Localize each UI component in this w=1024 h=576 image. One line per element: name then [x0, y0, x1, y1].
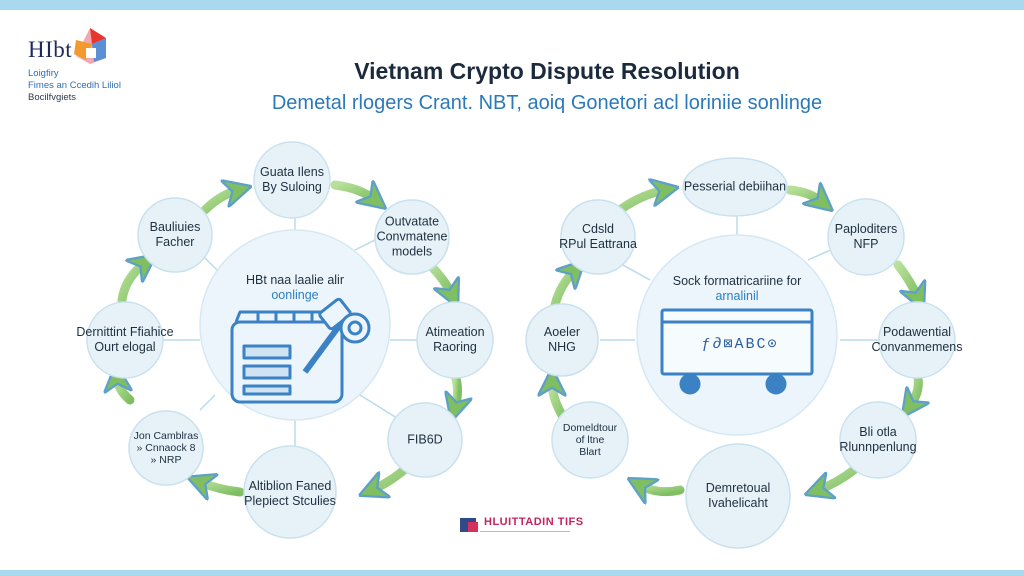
node-text: Demretoual: [705, 481, 771, 495]
left-hub-line-2: oonlinge: [271, 288, 319, 302]
right-hub-line-1: Sock formatricariine for: [672, 274, 802, 288]
node-text: Altiblion Faned: [248, 479, 332, 493]
node-text: By Suloing: [262, 180, 322, 194]
right-node-top-left: Cdsld RPul Eattrana: [559, 222, 637, 252]
left-node-left: Dernittint Ffiahice Ourt elogal: [76, 325, 173, 355]
node-text: models: [391, 244, 433, 259]
right-node-top-right: Paploditers NFP: [835, 222, 898, 252]
node-text: Raoring: [433, 340, 477, 354]
node-text: Ivahelicaht: [708, 496, 768, 510]
node-text: of ltne: [575, 434, 605, 446]
left-node-right: Atimeation Raoring: [425, 325, 484, 355]
left-hub-line-1: HBt naa laalie alir: [246, 273, 344, 287]
left-node-top-left: Bauliuies Facher: [150, 220, 201, 250]
left-node-bottom-right: FIB6D: [407, 433, 442, 448]
right-nodes: [525, 157, 956, 549]
right-hub-line-2: arnalinil: [715, 289, 759, 303]
node-text: Rlunnpenlung: [839, 440, 917, 454]
node-text: Domeldtour: [562, 422, 618, 434]
hub-terminal-icon: [660, 308, 814, 395]
logo-tagline-2: Fimes an Ccedih Liliol: [28, 80, 121, 91]
left-node-top-right: Outvatate Convmatene models: [377, 215, 448, 260]
right-node-bottom-left: Domeldtour of ltne Blart: [563, 422, 617, 458]
node-text: Cdsld: [582, 222, 614, 236]
node-text: Ourt elogal: [94, 340, 156, 354]
brand-logo: HIbt Loigfiry Fimes an Ccedih Liliol Boc…: [28, 28, 168, 104]
node-text: Facher: [155, 235, 195, 249]
node-text: RPul Eattrana: [559, 237, 637, 251]
node-text: FIB6D: [407, 432, 443, 447]
node-text: » Cnnaock 8: [136, 442, 196, 454]
footer-brand: HLUITTADIN TIFS: [460, 516, 584, 532]
right-node-bottom-right: Bli otla Rlunnpenlung: [839, 425, 916, 455]
logo-badge-icon: [74, 28, 107, 64]
right-node-left: Aoeler NHG: [544, 325, 580, 355]
node-text: Paploditers: [834, 222, 898, 236]
node-text: Convmatene: [376, 229, 448, 244]
logo-tagline-1: Loigfiry: [28, 68, 59, 79]
page-subtitle: Demetal rlogers Crant. NBT, aoiq Gonetor…: [271, 92, 823, 114]
node-text: NHG: [548, 340, 576, 354]
bottom-band: [0, 570, 1024, 576]
node-text: NFP: [853, 237, 879, 251]
logo-tagline-3: Bocilfvgiets: [28, 92, 77, 103]
left-arrows: [117, 185, 458, 492]
node-text: Outvatate: [384, 214, 440, 229]
right-cycle: [525, 157, 956, 549]
footer-logo-icon: [460, 518, 478, 532]
left-nodes: [86, 141, 494, 539]
right-node-right: Podawential Convanmemens: [871, 325, 962, 355]
node-text: Blart: [579, 446, 601, 458]
node-text: Bauliuies: [149, 220, 201, 234]
node-text: Guata Ilens: [260, 165, 324, 179]
terminal-display-text: ƒ∂⊠ABC⊙: [701, 336, 779, 353]
node-text: » NRP: [150, 454, 182, 466]
node-text: Aoeler: [543, 325, 581, 339]
node-text: Atimeation: [425, 325, 485, 339]
hub-board-icon: [230, 297, 371, 404]
left-hub-label: HBt naa laalie alir oonlinge: [246, 273, 344, 303]
footer-brand-text: HLUITTADIN TIFS: [484, 516, 584, 528]
right-hub-label: Sock formatricariine for arnalinil: [673, 274, 802, 304]
left-cycle: [86, 141, 494, 539]
node-text: Pesserial debiihan: [683, 179, 787, 194]
right-node-bottom: Demretoual Ivahelicaht: [706, 481, 771, 511]
footer-underline: [480, 531, 570, 532]
logo-wordmark: HIbt: [28, 37, 73, 62]
left-node-top: Guata Ilens By Suloing: [260, 165, 324, 195]
page-title: Vietnam Crypto Dispute Resolution: [354, 58, 740, 84]
node-text: Jon Camblras: [133, 430, 199, 442]
top-band: [0, 0, 1024, 10]
node-text: Podawential: [882, 325, 952, 339]
node-text: Dernittint Ffiahice: [76, 325, 174, 339]
right-node-top: Pesserial debiihan: [684, 180, 786, 195]
node-text: Convanmemens: [871, 340, 963, 354]
left-node-bottom-left: Jon Camblras » Cnnaock 8 » NRP: [134, 430, 199, 466]
node-text: Plepiect Stculies: [244, 494, 336, 508]
left-node-bottom: Altiblion Faned Plepiect Stculies: [244, 479, 336, 509]
node-text: Bli otla: [859, 425, 897, 439]
